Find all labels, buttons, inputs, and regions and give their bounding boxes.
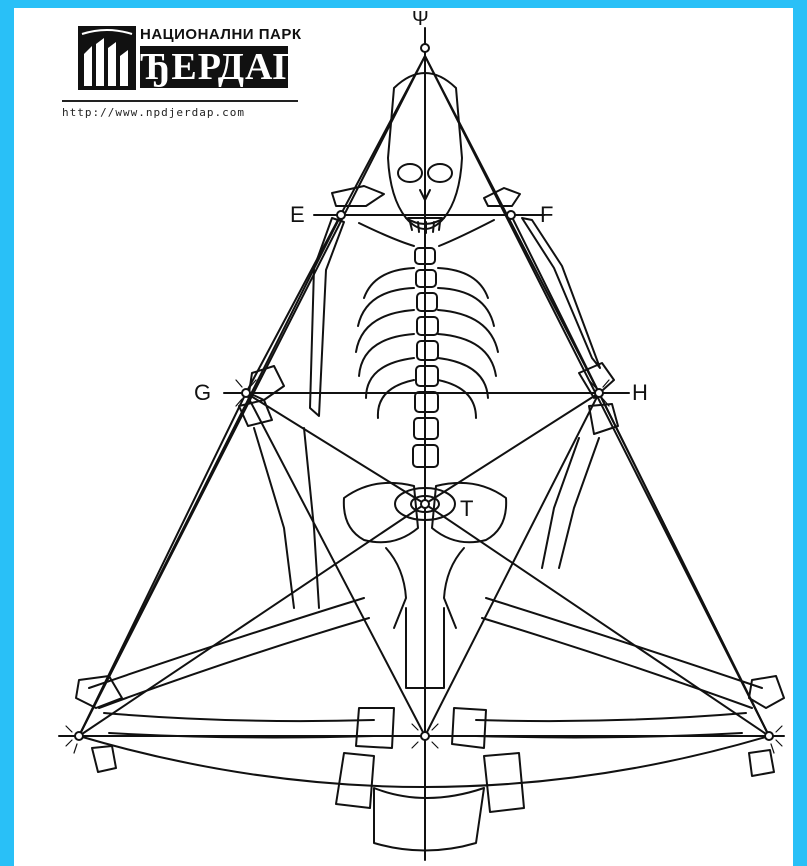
line-t-to-right bbox=[425, 504, 769, 736]
logo-park-type: НАЦИОНАЛНИ ПАРК bbox=[140, 26, 302, 43]
right-leg bbox=[476, 598, 784, 776]
point-bottom-left bbox=[75, 732, 83, 740]
point-h bbox=[595, 389, 603, 397]
line-h-to-t bbox=[425, 393, 599, 504]
label-f: F bbox=[540, 202, 553, 228]
logo-park-name: ЂЕРДАП bbox=[140, 46, 288, 88]
line-g-to-t bbox=[246, 393, 425, 504]
logo-divider bbox=[62, 100, 298, 102]
point-e bbox=[337, 211, 345, 219]
diagram-frame: Ψ E F G H T НАЦИОНАЛНИ ПАРК ЂЕРДАП http:… bbox=[14, 8, 793, 866]
point-f bbox=[507, 211, 515, 219]
label-e: E bbox=[290, 202, 305, 228]
skeleton-geometry-diagram bbox=[14, 8, 793, 866]
line-e-to-bottom-left bbox=[79, 215, 341, 736]
label-h: H bbox=[632, 380, 648, 406]
line-t-to-left bbox=[79, 504, 425, 736]
rib-cage bbox=[356, 268, 498, 418]
line-h-to-bottom-center bbox=[425, 393, 599, 736]
left-leg bbox=[76, 598, 374, 772]
line-f-to-bottom-right bbox=[511, 215, 769, 736]
park-logo: НАЦИОНАЛНИ ПАРК ЂЕРДАП http://www.npdjer… bbox=[62, 20, 302, 120]
label-psi: Ψ bbox=[412, 8, 429, 31]
point-g bbox=[242, 389, 250, 397]
feet bbox=[336, 708, 524, 851]
label-g: G bbox=[194, 380, 211, 406]
point-bottom-center bbox=[421, 732, 429, 740]
point-psi bbox=[421, 44, 429, 52]
park-logo-mark-icon bbox=[78, 26, 136, 90]
point-bottom-right bbox=[765, 732, 773, 740]
point-t bbox=[421, 500, 429, 508]
logo-url: http://www.npdjerdap.com bbox=[62, 106, 302, 119]
label-t: T bbox=[460, 496, 473, 522]
